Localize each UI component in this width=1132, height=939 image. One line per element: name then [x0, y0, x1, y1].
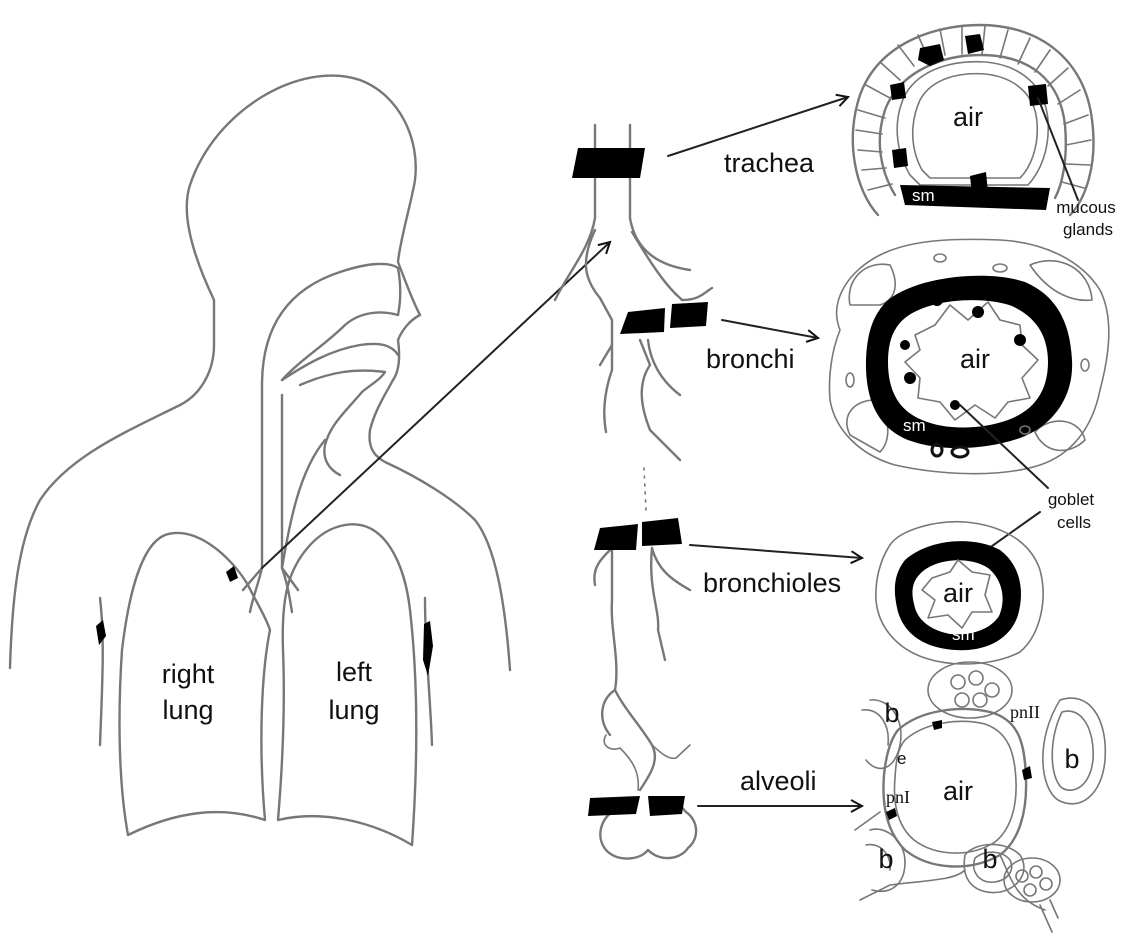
bronchi-arrow [722, 320, 818, 338]
body-outline [10, 76, 510, 670]
trachea-cross-section: air sm mucous glands [853, 25, 1116, 239]
ellipsis-dots [644, 468, 646, 510]
pnII-label: pnII [1010, 702, 1040, 722]
bronchi-air-label: air [960, 344, 990, 374]
alveoli-air-label: air [943, 776, 973, 806]
trachea-label: trachea [724, 148, 815, 178]
human-figure [10, 76, 510, 745]
lungs: right lung left lung [120, 524, 417, 845]
trachea-air-label: air [953, 102, 983, 132]
alveoli-label: alveoli [740, 766, 817, 796]
nasal-cavity [262, 264, 400, 385]
left-lung-label-1: left [336, 657, 373, 687]
bronchi-label: bronchi [706, 344, 795, 374]
bronchi-tube [586, 230, 712, 460]
zoom-arrow [262, 242, 610, 568]
bronchiole-cross-section: air sm [876, 522, 1043, 664]
right-lung-label-1: right [162, 659, 215, 689]
bronchioles-label: bronchioles [703, 568, 841, 598]
cells-label: cells [1057, 513, 1091, 532]
blood-label-right: b [1064, 744, 1079, 774]
epithelium-label: e [897, 749, 906, 768]
right-lung-label-2: lung [162, 695, 213, 725]
alveoli-cross-section: air b b b b e pnI pnII [855, 662, 1105, 932]
alveoli-cut [588, 796, 685, 816]
glands-label: glands [1063, 220, 1113, 239]
left-arm-mark [423, 621, 433, 676]
glands-callout-line [1038, 98, 1078, 200]
level-labels: trachea bronchi bronchioles alveoli [668, 97, 862, 806]
left-lung-label-2: lung [328, 695, 379, 725]
bronchiole-air-label: air [943, 578, 973, 608]
bronchiole-tube [594, 548, 690, 790]
bronchi-cross-section: air sm [829, 239, 1108, 488]
airway-tree [555, 125, 712, 859]
right-arm-mark [96, 620, 106, 645]
bronchi-sm-label: sm [903, 416, 926, 435]
blood-label-bottom-center: b [982, 844, 997, 874]
bronchioles-arrow [690, 545, 862, 558]
goblet-label: goblet [1048, 490, 1095, 509]
blood-label-bottom-left: b [878, 844, 893, 874]
right-arm-line [100, 598, 103, 745]
bronchi-cut [620, 302, 708, 334]
trachea-cut [572, 148, 645, 178]
bronchi-cartilage-left [849, 264, 895, 305]
pnI-label: pnI [886, 787, 910, 807]
bronchiole-cut [594, 518, 682, 550]
mucous-label: mucous [1056, 198, 1116, 217]
bronchiole-sm-label: sm [952, 625, 975, 644]
trachea-sm-label: sm [912, 186, 935, 205]
blood-label-top-left: b [884, 698, 899, 728]
alveolar-duct [604, 735, 690, 790]
palate [282, 344, 398, 380]
